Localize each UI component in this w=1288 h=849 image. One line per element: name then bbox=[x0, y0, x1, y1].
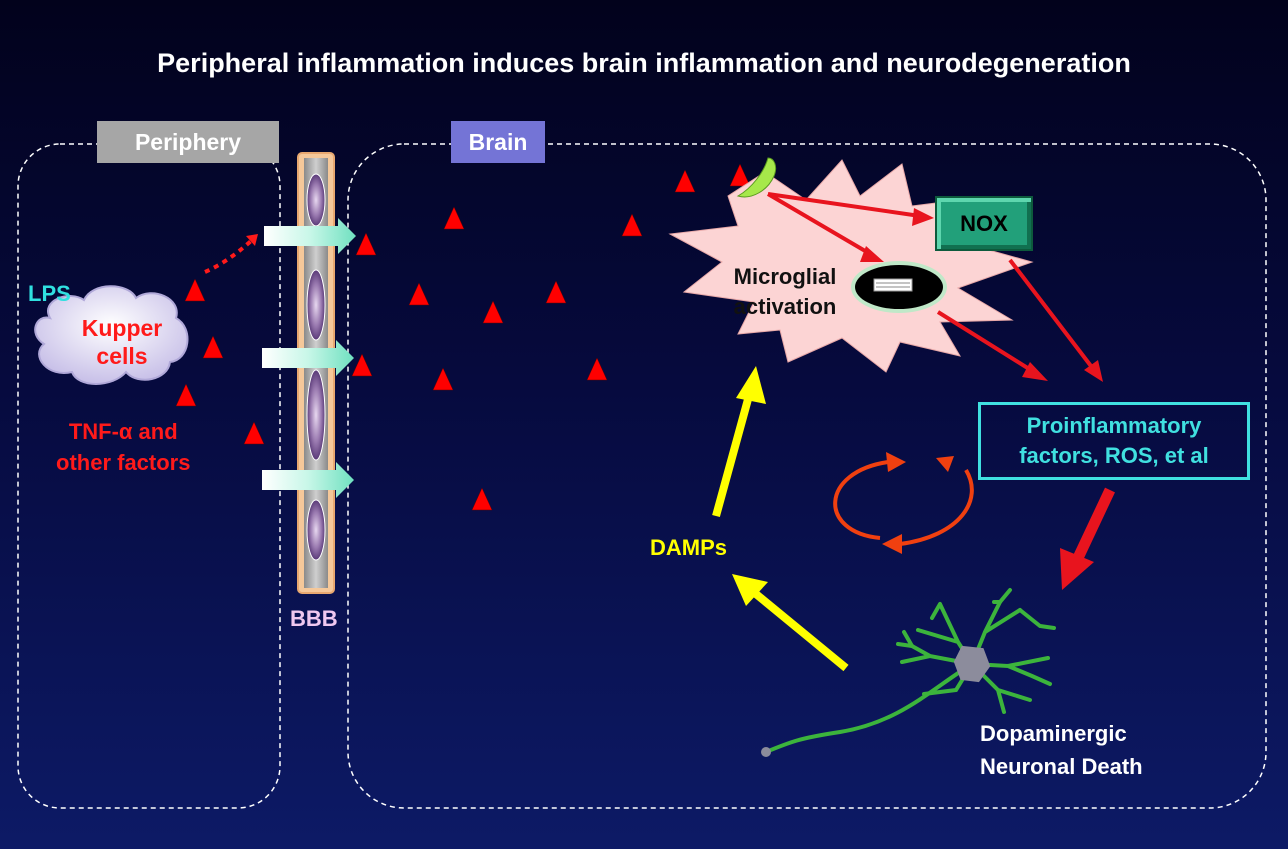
damps-label: DAMPs bbox=[650, 535, 728, 560]
dotted-red-arrow bbox=[204, 234, 258, 274]
factor-triangle bbox=[674, 169, 696, 193]
factor-triangle bbox=[351, 353, 373, 377]
microglia-line2: activation bbox=[733, 294, 837, 319]
factor-triangle bbox=[184, 278, 206, 302]
neuron-line2: Neuronal Death bbox=[980, 754, 1143, 779]
factor-triangle bbox=[202, 335, 224, 359]
brain-region-label: Brain bbox=[451, 121, 545, 163]
red-arrow bbox=[936, 310, 1048, 381]
red-arrow bbox=[766, 192, 884, 262]
red-arrow-large bbox=[1060, 487, 1115, 590]
factor-triangle bbox=[432, 367, 454, 391]
phagosome-icon bbox=[851, 261, 947, 313]
kupper-cells-label: Kupper cells bbox=[58, 314, 186, 370]
factor-triangle bbox=[586, 357, 608, 381]
bbb-label: BBB bbox=[290, 606, 338, 631]
dopaminergic-neuron bbox=[761, 588, 1056, 757]
factor-triangle bbox=[545, 280, 567, 304]
transport-arrow bbox=[262, 462, 354, 498]
nox-box: NOX bbox=[935, 196, 1033, 251]
yellow-arrow bbox=[732, 574, 849, 672]
periphery-region-label: Periphery bbox=[97, 121, 279, 163]
microglial-activation-label: Microglial activation bbox=[690, 262, 880, 322]
diagram-title: Peripheral inflammation induces brain in… bbox=[157, 48, 1131, 78]
neuronal-death-label: Dopaminergic Neuronal Death bbox=[980, 717, 1143, 783]
microglia-cell-icon bbox=[736, 157, 777, 198]
red-arrow bbox=[1008, 258, 1103, 382]
proinflammatory-line2: factors, ROS, et al bbox=[1019, 443, 1209, 468]
blood-brain-barrier bbox=[297, 152, 335, 594]
factor-triangle bbox=[408, 282, 430, 306]
tnf-line1: TNF-α and bbox=[68, 419, 178, 444]
proinflammatory-box: Proinflammatory factors, ROS, et al bbox=[978, 402, 1250, 480]
proinflammatory-line1: Proinflammatory bbox=[1026, 413, 1202, 438]
factor-triangle bbox=[243, 421, 265, 445]
transport-arrow bbox=[264, 218, 356, 254]
cycle-arrows bbox=[833, 452, 974, 554]
tnf-label: TNF-α and other factors bbox=[56, 416, 190, 478]
factor-triangle bbox=[621, 213, 643, 237]
tnf-line2: other factors bbox=[56, 450, 191, 475]
factor-triangle bbox=[175, 383, 197, 407]
kupper-line2: cells bbox=[96, 343, 148, 369]
kupper-cells-cloud bbox=[34, 285, 189, 385]
lps-label: LPS bbox=[28, 281, 71, 306]
neuron-line1: Dopaminergic bbox=[980, 721, 1127, 746]
factor-triangle bbox=[355, 232, 377, 256]
kupper-line1: Kupper bbox=[81, 315, 163, 341]
factor-triangle bbox=[471, 487, 493, 511]
factor-triangle bbox=[729, 163, 751, 187]
factor-triangle bbox=[443, 206, 465, 230]
yellow-arrow bbox=[712, 366, 766, 518]
transport-arrow bbox=[262, 340, 354, 376]
red-arrow bbox=[767, 192, 934, 226]
factor-triangle bbox=[482, 300, 504, 324]
microglia-line1: Microglial bbox=[733, 264, 837, 289]
